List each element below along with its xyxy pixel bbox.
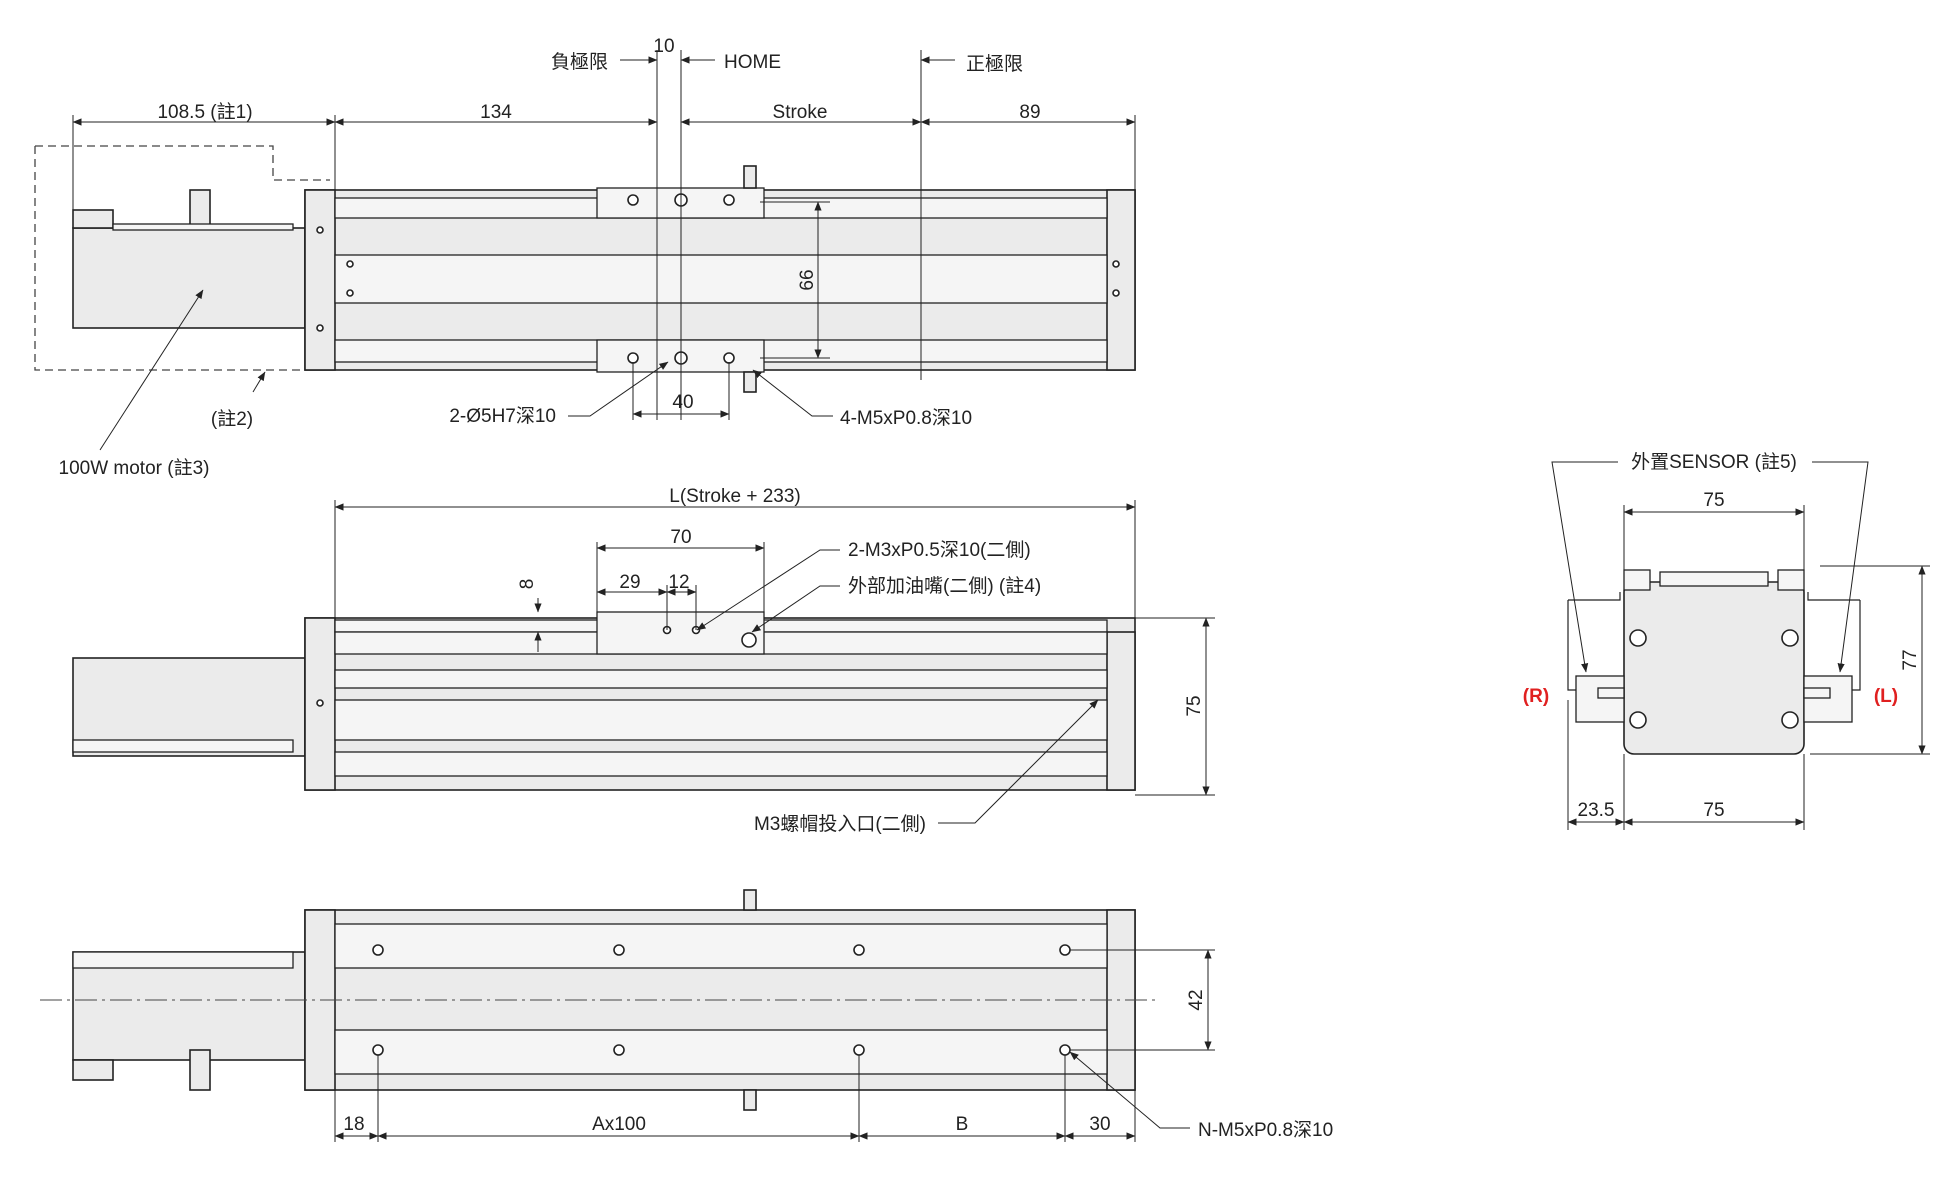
side-end-cap-right bbox=[1106, 631, 1136, 791]
mount-hole bbox=[853, 944, 865, 956]
negative-limit-label: 負極限 bbox=[551, 51, 608, 73]
dim-29: 29 bbox=[619, 572, 640, 593]
motor-body bbox=[72, 227, 306, 329]
dim-75-bottom: 75 bbox=[1703, 800, 1724, 821]
dim-stroke: Stroke bbox=[773, 102, 828, 123]
dim-77: 77 bbox=[1900, 649, 1921, 670]
motor-gland-bottom bbox=[189, 1049, 211, 1091]
side-view: L(Stroke + 233) 70 29 12 8 75 2-M3xP0.5深… bbox=[72, 486, 1215, 835]
positive-limit-label: 正極限 bbox=[966, 53, 1023, 75]
bottom-rail-upper bbox=[334, 923, 1108, 969]
side-rail-4 bbox=[334, 699, 1108, 741]
hole bbox=[316, 699, 324, 707]
mount-hole bbox=[613, 1044, 625, 1056]
dim-42: 42 bbox=[1186, 989, 1207, 1010]
side-rail-5 bbox=[334, 751, 1108, 777]
side-rail-3 bbox=[334, 669, 1108, 689]
sensor-right bbox=[1803, 675, 1853, 723]
grease-nipple-bottom-low bbox=[743, 1089, 757, 1111]
mount-hole bbox=[1059, 1044, 1071, 1056]
mount-hole bbox=[372, 944, 384, 956]
dim-b: B bbox=[956, 1114, 969, 1135]
motor-body-bottom bbox=[72, 951, 306, 1061]
bottom-rail-lower bbox=[334, 1029, 1108, 1075]
end-view-tab bbox=[1777, 569, 1805, 591]
end-view-body bbox=[1623, 581, 1805, 755]
sensor-left-slot bbox=[1597, 687, 1625, 699]
dim-a-pitch: Ax100 bbox=[592, 1114, 646, 1135]
tag-r: (R) bbox=[1523, 686, 1549, 707]
end-hole bbox=[1629, 711, 1647, 729]
dim-89: 89 bbox=[1019, 102, 1040, 123]
motor-side-strip bbox=[72, 739, 294, 753]
grease-nipple-bottom-top bbox=[743, 889, 757, 911]
overall-length: L(Stroke + 233) bbox=[669, 486, 801, 507]
hole bbox=[627, 194, 639, 206]
grease-nipple-top bbox=[743, 165, 757, 189]
mount-hole bbox=[372, 1044, 384, 1056]
motor-outline-dashed bbox=[34, 145, 330, 371]
end-view-tab bbox=[1623, 569, 1651, 591]
motor-end-cap bbox=[304, 189, 336, 371]
dim-40: 40 bbox=[672, 392, 693, 413]
dim-23-5: 23.5 bbox=[1578, 800, 1615, 821]
hole bbox=[1112, 289, 1120, 297]
motor-flange-strip bbox=[112, 223, 294, 231]
hole bbox=[723, 194, 735, 206]
dim-18: 18 bbox=[343, 1114, 364, 1135]
home-label: HOME bbox=[724, 52, 781, 73]
motor-cable-gland bbox=[189, 189, 211, 229]
sensor-right-slot bbox=[1803, 687, 1831, 699]
motor-connector bbox=[72, 209, 114, 229]
grease-nipple-bottom bbox=[743, 371, 757, 393]
hole bbox=[627, 352, 639, 364]
motor-connector-bottom bbox=[72, 1059, 114, 1081]
hole bbox=[1112, 260, 1120, 268]
dim-10: 10 bbox=[653, 36, 674, 57]
hole bbox=[723, 352, 735, 364]
tag-l: (L) bbox=[1874, 686, 1898, 707]
grease-callout: 外部加油嘴(二側) (註4) bbox=[848, 575, 1041, 597]
mount-hole bbox=[853, 1044, 865, 1056]
sensor-left bbox=[1575, 675, 1625, 723]
dim-motor-length: 108.5 (註1) bbox=[157, 101, 252, 123]
mount-holes-callout: N-M5xP0.8深10 bbox=[1198, 1119, 1333, 1141]
dim-12: 12 bbox=[668, 572, 689, 593]
note-2-label: (註2) bbox=[211, 408, 253, 430]
tap-holes-callout: 4-M5xP0.8深10 bbox=[840, 407, 972, 429]
end-view-top-block bbox=[1659, 571, 1769, 587]
top-view: 108.5 (註1) 134 Stroke 89 10 負極限 HOME 正極限… bbox=[34, 36, 1136, 479]
side-taps-callout: 2-M3xP0.5深10(二側) bbox=[848, 539, 1031, 561]
motor-bottom-strip bbox=[72, 951, 294, 969]
external-sensor-label: 外置SENSOR (註5) bbox=[1631, 451, 1797, 473]
nut-slot-callout: M3螺帽投入口(二側) bbox=[754, 813, 926, 835]
mount-hole bbox=[613, 944, 625, 956]
top-rail-middle bbox=[334, 254, 1108, 304]
hole bbox=[346, 260, 354, 268]
end-hole bbox=[1629, 629, 1647, 647]
mount-hole bbox=[1059, 944, 1071, 956]
end-view: 外置SENSOR (註5) 75 77 23.5 75 (R) (L) bbox=[1523, 451, 1930, 830]
dim-30: 30 bbox=[1089, 1114, 1110, 1135]
end-hole bbox=[1781, 629, 1799, 647]
pin-holes-callout: 2-Ø5H7深10 bbox=[449, 405, 556, 427]
hole bbox=[346, 289, 354, 297]
dim-75-height: 75 bbox=[1184, 695, 1205, 716]
motor-callout: 100W motor (註3) bbox=[59, 457, 210, 479]
end-hole bbox=[1781, 711, 1799, 729]
hole bbox=[316, 226, 324, 234]
dim-8: 8 bbox=[517, 579, 538, 590]
bottom-view: 18 Ax100 B 30 42 N-M5xP0.8深10 bbox=[40, 889, 1333, 1142]
hole bbox=[316, 324, 324, 332]
dim-134: 134 bbox=[480, 102, 512, 123]
side-carriage bbox=[596, 611, 765, 655]
far-end-cap bbox=[1106, 189, 1136, 371]
grease-nipple-side bbox=[741, 632, 757, 648]
dim-70: 70 bbox=[670, 527, 691, 548]
dim-75-width: 75 bbox=[1703, 490, 1724, 511]
dim-66: 66 bbox=[797, 269, 818, 290]
sensor-bracket-right bbox=[1807, 592, 1861, 691]
